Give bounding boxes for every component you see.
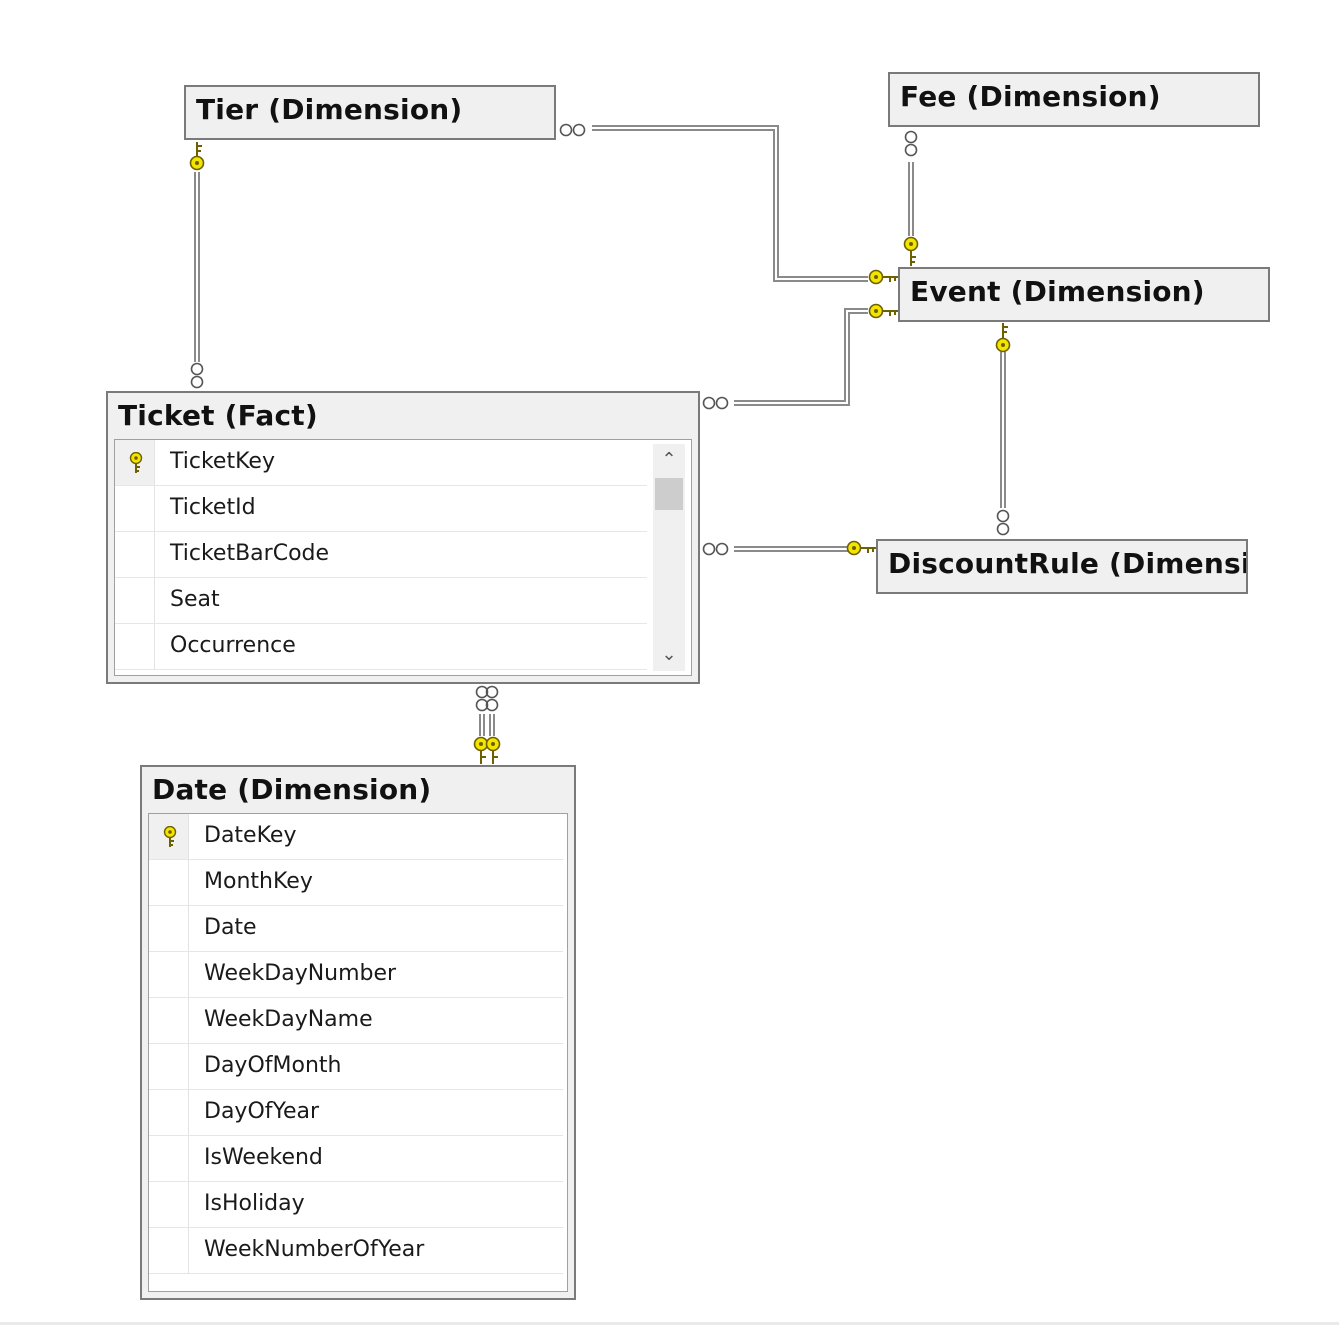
key-icon [163, 826, 177, 847]
column-name: Occurrence [170, 633, 296, 658]
relationship-ticket-date[interactable] [473, 685, 501, 765]
table-fee[interactable]: Fee (Dimension) [888, 72, 1260, 127]
row-selector [115, 578, 155, 623]
key-icon [995, 323, 1011, 353]
table-row[interactable]: DayOfYear [149, 1090, 563, 1136]
infinity-icon [904, 130, 918, 157]
key-icon [473, 736, 501, 764]
table-row[interactable]: Date [149, 906, 563, 952]
table-row[interactable]: Seat [115, 578, 647, 624]
column-name: Date [204, 915, 257, 940]
row-selector [149, 1044, 189, 1089]
row-selector [149, 906, 189, 951]
table-row[interactable]: TicketKey [115, 440, 647, 486]
row-selector [115, 486, 155, 531]
column-name: DateKey [204, 823, 297, 848]
table-row[interactable]: IsWeekend [149, 1136, 563, 1182]
table-row[interactable]: TicketBarCode [115, 532, 647, 578]
column-name: Seat [170, 587, 220, 612]
scrollbar-thumb[interactable] [655, 478, 683, 510]
infinity-icon [475, 685, 499, 712]
table-title: Event (Dimension) [910, 275, 1205, 308]
row-selector [149, 1228, 189, 1273]
infinity-icon [702, 542, 729, 556]
table-row[interactable]: MonthKey [149, 860, 563, 906]
table-title: Fee (Dimension) [900, 80, 1161, 113]
infinity-icon [996, 509, 1010, 536]
table-row[interactable]: WeekNumberOfYear [149, 1228, 563, 1274]
key-icon [868, 269, 898, 285]
key-icon [189, 142, 205, 171]
row-selector [115, 624, 155, 669]
row-selector [149, 860, 189, 905]
row-selector [149, 998, 189, 1043]
row-selector [149, 814, 189, 859]
column-name: DayOfMonth [204, 1053, 342, 1078]
key-icon [868, 303, 898, 319]
canvas-bottom-edge [0, 1322, 1339, 1325]
column-name: IsHoliday [204, 1191, 305, 1216]
table-ticket[interactable]: Ticket (Fact) TicketKey [106, 391, 700, 684]
table-discount-rule[interactable]: DiscountRule (Dimensi [876, 539, 1248, 594]
relationship-ticket-event[interactable] [702, 303, 899, 410]
vertical-scrollbar[interactable]: ⌃ ⌄ [653, 444, 685, 671]
chevron-up-icon[interactable]: ⌃ [661, 449, 677, 470]
column-name: IsWeekend [204, 1145, 323, 1170]
key-icon [129, 452, 143, 473]
relationship-ticket-discount[interactable] [702, 540, 877, 556]
table-row[interactable]: WeekDayName [149, 998, 563, 1044]
infinity-icon [559, 123, 586, 137]
key-icon [903, 236, 919, 266]
table-event[interactable]: Event (Dimension) [898, 267, 1270, 322]
table-tier[interactable]: Tier (Dimension) [184, 85, 556, 140]
table-title: DiscountRule (Dimensi [888, 547, 1246, 580]
column-name: TicketId [170, 495, 256, 520]
key-icon [846, 540, 876, 556]
relationship-discount-event[interactable] [995, 323, 1011, 536]
row-selector [115, 440, 155, 485]
infinity-icon [190, 362, 204, 389]
table-row[interactable]: WeekDayNumber [149, 952, 563, 998]
column-name: DayOfYear [204, 1099, 320, 1124]
column-name: TicketKey [170, 449, 275, 474]
relationship-fee-event[interactable] [903, 130, 919, 267]
table-title: Ticket (Fact) [118, 399, 318, 432]
column-name: MonthKey [204, 869, 313, 894]
relationship-ticket-tier[interactable] [189, 142, 205, 389]
row-selector [149, 1136, 189, 1181]
table-row[interactable]: DayOfMonth [149, 1044, 563, 1090]
table-title: Date (Dimension) [152, 773, 432, 806]
relationship-tier-event[interactable] [559, 123, 899, 285]
row-selector [149, 1182, 189, 1227]
table-title: Tier (Dimension) [196, 93, 463, 126]
table-row[interactable]: Occurrence [115, 624, 647, 670]
infinity-icon [702, 396, 729, 410]
column-name: WeekNumberOfYear [204, 1237, 425, 1262]
table-date[interactable]: Date (Dimension) DateKey [140, 765, 576, 1300]
table-row[interactable]: DateKey [149, 814, 563, 860]
column-grid: DateKey MonthKey Date WeekDayNumber Week… [148, 813, 568, 1292]
column-name: WeekDayName [204, 1007, 373, 1032]
column-name: WeekDayNumber [204, 961, 397, 986]
chevron-down-icon[interactable]: ⌄ [661, 644, 677, 665]
column-grid: TicketKey TicketId TicketBarCode Seat Oc… [114, 439, 692, 676]
table-row[interactable]: IsHoliday [149, 1182, 563, 1228]
row-selector [149, 1090, 189, 1135]
column-name: TicketBarCode [170, 541, 330, 566]
table-row[interactable]: TicketId [115, 486, 647, 532]
row-selector [149, 952, 189, 997]
row-selector [115, 532, 155, 577]
